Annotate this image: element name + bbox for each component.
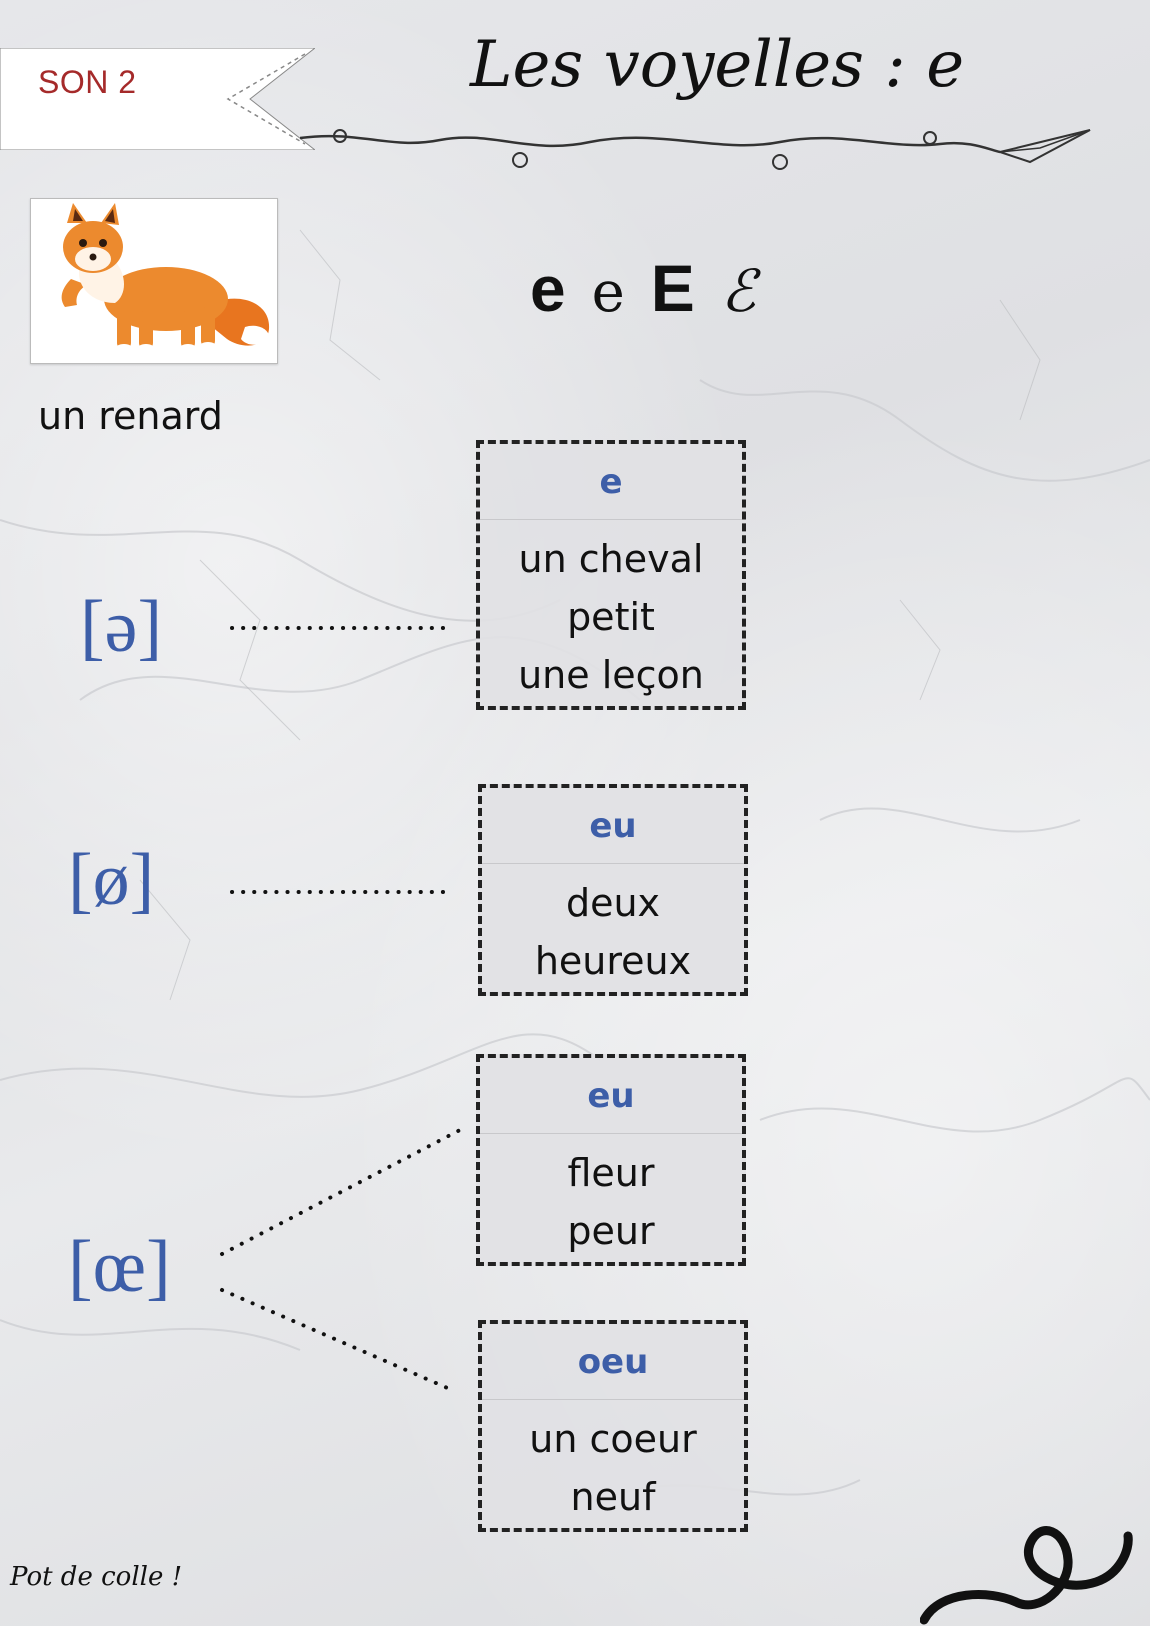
example-word: un cheval [518, 537, 704, 581]
letter-uppercase: E [650, 251, 695, 325]
spelling-label: e [480, 444, 742, 520]
phoneme-symbol-schwa: [ə] [80, 586, 163, 668]
page-title: Les voyelles : e [470, 28, 965, 102]
connector-open-eu-lower [220, 1288, 454, 1392]
example-word: deux [565, 881, 661, 925]
example-word: fleur [567, 1151, 655, 1195]
letter-cursive-uppercase: ℰ [720, 259, 756, 324]
picture-caption: un renard [38, 394, 223, 438]
fox-picture [30, 198, 278, 364]
spelling-box-eu-closed: eu deux heureux [478, 784, 748, 996]
spelling-box-e: e un cheval petit une leçon [476, 440, 746, 710]
fox-icon [61, 203, 270, 354]
example-word: une leçon [518, 653, 704, 697]
letter-forms: e e E ℰ [530, 250, 756, 330]
example-word: neuf [570, 1475, 656, 1519]
example-word: peur [567, 1209, 655, 1253]
header-ribbon [0, 48, 315, 150]
spelling-box-oeu: oeu un coeur neuf [478, 1320, 748, 1532]
cursive-flourish-icon [920, 1526, 1133, 1625]
phoneme-symbol-open-eu: [œ] [68, 1226, 171, 1308]
paper-plane-flourish [300, 129, 1091, 170]
spelling-label: oeu [482, 1324, 744, 1400]
spelling-box-eu-open: eu fleur peur [476, 1054, 746, 1266]
word-list: deux heureux [482, 864, 744, 990]
example-word: heureux [534, 939, 692, 983]
letter-serif-lowercase: e [591, 260, 625, 325]
word-list: fleur peur [480, 1134, 742, 1260]
word-list: un coeur neuf [482, 1400, 744, 1526]
phoneme-symbol-closed-eu: [ø] [68, 839, 155, 921]
letter-bold-lowercase: e [530, 253, 566, 325]
spelling-label: eu [482, 788, 744, 864]
sound-number-label: SON 2 [38, 64, 137, 100]
example-word: un coeur [529, 1417, 697, 1461]
word-list: un cheval petit une leçon [480, 520, 742, 704]
footer-credit: Pot de colle ! [10, 1562, 183, 1592]
example-word: petit [567, 595, 655, 639]
connector-open-eu-upper [220, 1128, 462, 1256]
spelling-label: eu [480, 1058, 742, 1134]
